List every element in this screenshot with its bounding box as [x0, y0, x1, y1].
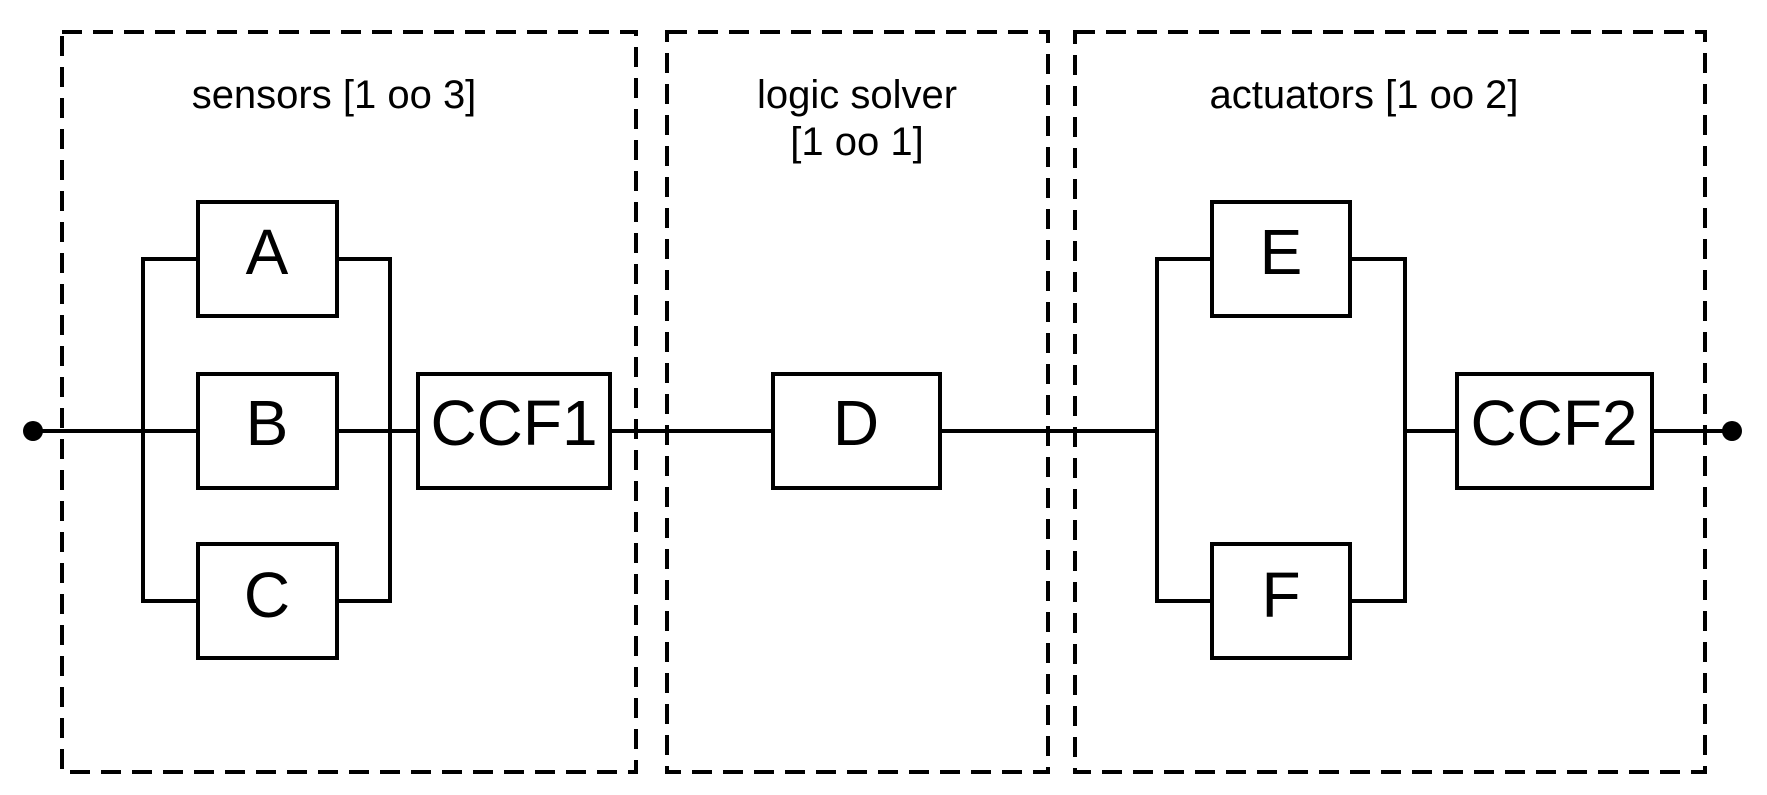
block-d-label: D — [833, 387, 879, 459]
block-f — [1210, 542, 1352, 660]
group-label-actuators: actuators [1 oo 2] — [1209, 73, 1518, 117]
block-f-label: F — [1261, 559, 1300, 631]
block-ccf1-label: CCF1 — [430, 387, 597, 459]
group-box-sensors — [60, 30, 638, 774]
block-ccf2-label: CCF2 — [1470, 387, 1637, 459]
group-box-logic-solver — [665, 30, 1050, 774]
group-label-logic-solver-line1: logic solver — [757, 73, 957, 117]
group-label-sensors: sensors [1 oo 3] — [192, 73, 477, 117]
block-d — [771, 372, 942, 490]
block-ccf1 — [416, 372, 612, 490]
group-label-logic-solver-line2: [1 oo 1] — [790, 120, 923, 164]
block-c — [196, 542, 339, 660]
block-e-label: E — [1260, 216, 1303, 288]
group-box-actuators — [1073, 30, 1707, 774]
block-ccf2 — [1455, 372, 1654, 490]
input-terminal-dot — [23, 421, 43, 441]
block-a-label: A — [246, 216, 289, 288]
block-b-label: B — [246, 387, 289, 459]
block-a — [196, 200, 339, 318]
block-e — [1210, 200, 1352, 318]
block-b — [196, 372, 339, 490]
block-c-label: C — [244, 559, 290, 631]
output-terminal-dot — [1722, 421, 1742, 441]
